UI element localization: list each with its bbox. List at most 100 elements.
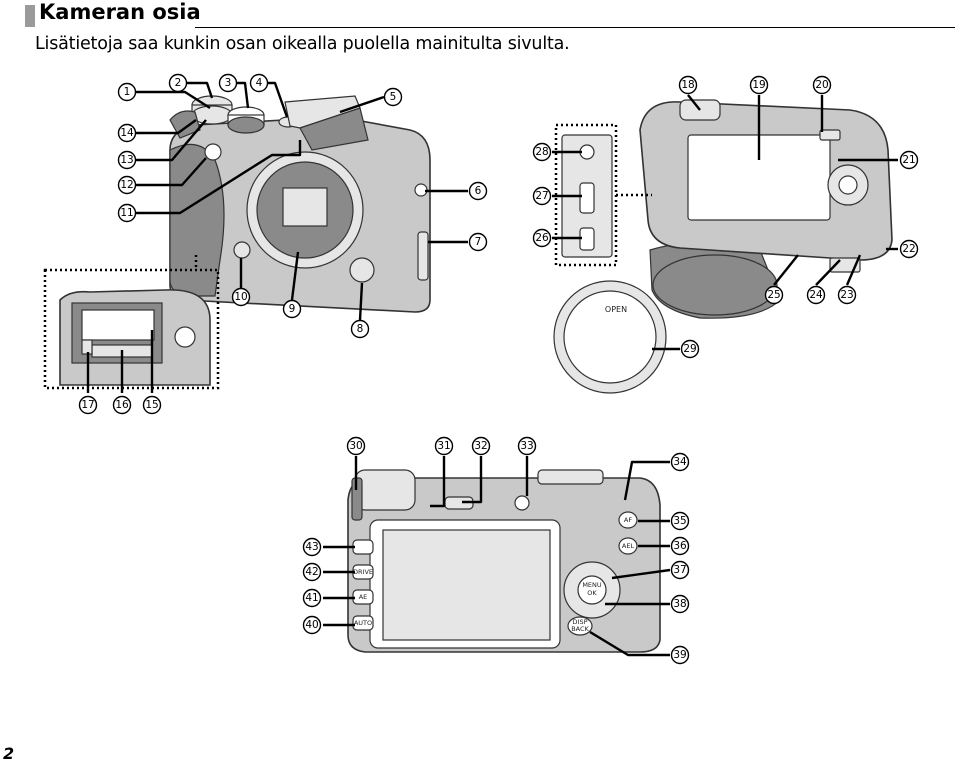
svg-text:26: 26 (535, 232, 549, 244)
af-label: AF (624, 516, 632, 524)
svg-text:6: 6 (475, 185, 482, 197)
back-label: BACK (571, 625, 589, 633)
menu-label: MENU (582, 581, 602, 589)
callout-35: 35 (670, 511, 690, 531)
body-cap: OPEN (553, 280, 667, 394)
svg-text:18: 18 (681, 79, 694, 91)
callout-29: 29 (680, 339, 700, 359)
svg-text:34: 34 (673, 456, 687, 468)
svg-text:14: 14 (120, 127, 134, 139)
body-cap-open-label: OPEN (605, 305, 627, 314)
svg-text:35: 35 (673, 515, 686, 527)
svg-text:21: 21 (902, 154, 915, 166)
svg-text:17: 17 (81, 399, 94, 411)
callout-12: 12 (117, 175, 137, 195)
svg-text:24: 24 (809, 289, 823, 301)
svg-text:30: 30 (349, 440, 362, 452)
callout-40: 40 (302, 615, 322, 635)
svg-text:29: 29 (683, 343, 696, 355)
callout-37: 37 (670, 560, 690, 580)
callout-31: 31 (434, 436, 454, 456)
svg-text:39: 39 (673, 649, 686, 661)
svg-text:23: 23 (840, 289, 853, 301)
callout-10: 10 (231, 287, 251, 307)
callout-4: 4 (249, 73, 269, 93)
svg-text:43: 43 (305, 541, 318, 553)
callout-36: 36 (670, 536, 690, 556)
callout-19: 19 (749, 75, 769, 95)
svg-text:22: 22 (902, 243, 915, 255)
callout-21: 21 (899, 150, 919, 170)
callout-8: 8 (350, 319, 370, 339)
svg-text:3: 3 (225, 77, 232, 89)
callout-5: 5 (383, 87, 403, 107)
callout-numbers: 1 2 3 4 5 6 7 8 9 10 11 12 13 14 15 16 1… (78, 73, 919, 665)
callout-30: 30 (346, 436, 366, 456)
callout-7: 7 (468, 232, 488, 252)
svg-text:19: 19 (752, 79, 765, 91)
callout-20: 20 (812, 75, 832, 95)
svg-text:13: 13 (120, 154, 133, 166)
svg-text:15: 15 (145, 399, 158, 411)
callout-6: 6 (468, 181, 488, 201)
page-header: Kameran osia (25, 0, 955, 29)
svg-text:28: 28 (535, 146, 548, 158)
callout-9: 9 (282, 299, 302, 319)
header-accent-bar (25, 5, 35, 27)
svg-text:25: 25 (767, 289, 780, 301)
svg-text:5: 5 (390, 91, 397, 103)
page-title: Kameran osia (39, 0, 201, 24)
disp-label: DISP (573, 618, 588, 626)
page-subtitle: Lisätietoja saa kunkin osan oikealla puo… (35, 34, 570, 54)
drive-label: DRIVE (353, 568, 373, 576)
svg-text:38: 38 (673, 598, 686, 610)
svg-text:11: 11 (120, 207, 133, 219)
svg-text:9: 9 (289, 303, 296, 315)
callout-22: 22 (899, 239, 919, 259)
svg-text:2: 2 (175, 77, 182, 89)
callout-16: 16 (112, 395, 132, 415)
callout-42: 42 (302, 562, 322, 582)
svg-text:20: 20 (815, 79, 828, 91)
camera-rear-angled-view (554, 99, 893, 319)
callout-14: 14 (117, 123, 137, 143)
callout-32: 32 (471, 436, 491, 456)
svg-text:16: 16 (115, 399, 129, 411)
callout-24: 24 (806, 285, 826, 305)
svg-text:33: 33 (520, 440, 533, 452)
ael-label: AEL (622, 542, 635, 550)
callout-41: 41 (302, 588, 322, 608)
svg-text:4: 4 (256, 77, 263, 89)
callout-38: 38 (670, 594, 690, 614)
ok-label: OK (587, 589, 597, 597)
leader-lines (86, 81, 898, 657)
svg-text:12: 12 (120, 179, 133, 191)
callout-39: 39 (670, 645, 690, 665)
callout-18: 18 (678, 75, 698, 95)
battery-compartment-inset (43, 255, 220, 390)
callout-1: 1 (117, 82, 137, 102)
svg-text:10: 10 (234, 291, 247, 303)
svg-text:37: 37 (673, 564, 686, 576)
callout-2: 2 (168, 73, 188, 93)
camera-front-view (169, 95, 431, 313)
callout-25: 25 (764, 285, 784, 305)
svg-text:36: 36 (673, 540, 687, 552)
callout-3: 3 (218, 73, 238, 93)
page-number: 2 (3, 744, 15, 763)
callout-43: 43 (302, 537, 322, 557)
auto-label: AUTO (354, 619, 372, 627)
header-rule (195, 27, 955, 28)
callout-33: 33 (517, 436, 537, 456)
svg-text:27: 27 (535, 190, 548, 202)
callout-34: 34 (670, 452, 690, 472)
callout-23: 23 (837, 285, 857, 305)
callout-13: 13 (117, 150, 137, 170)
callout-27: 27 (532, 186, 552, 206)
svg-text:1: 1 (124, 86, 131, 98)
camera-rear-view: MENU OK DISP BACK AF AEL DRIVE AE AUTO (347, 469, 661, 653)
svg-text:31: 31 (437, 440, 450, 452)
ae-label: AE (359, 593, 368, 601)
svg-text:7: 7 (475, 236, 482, 248)
